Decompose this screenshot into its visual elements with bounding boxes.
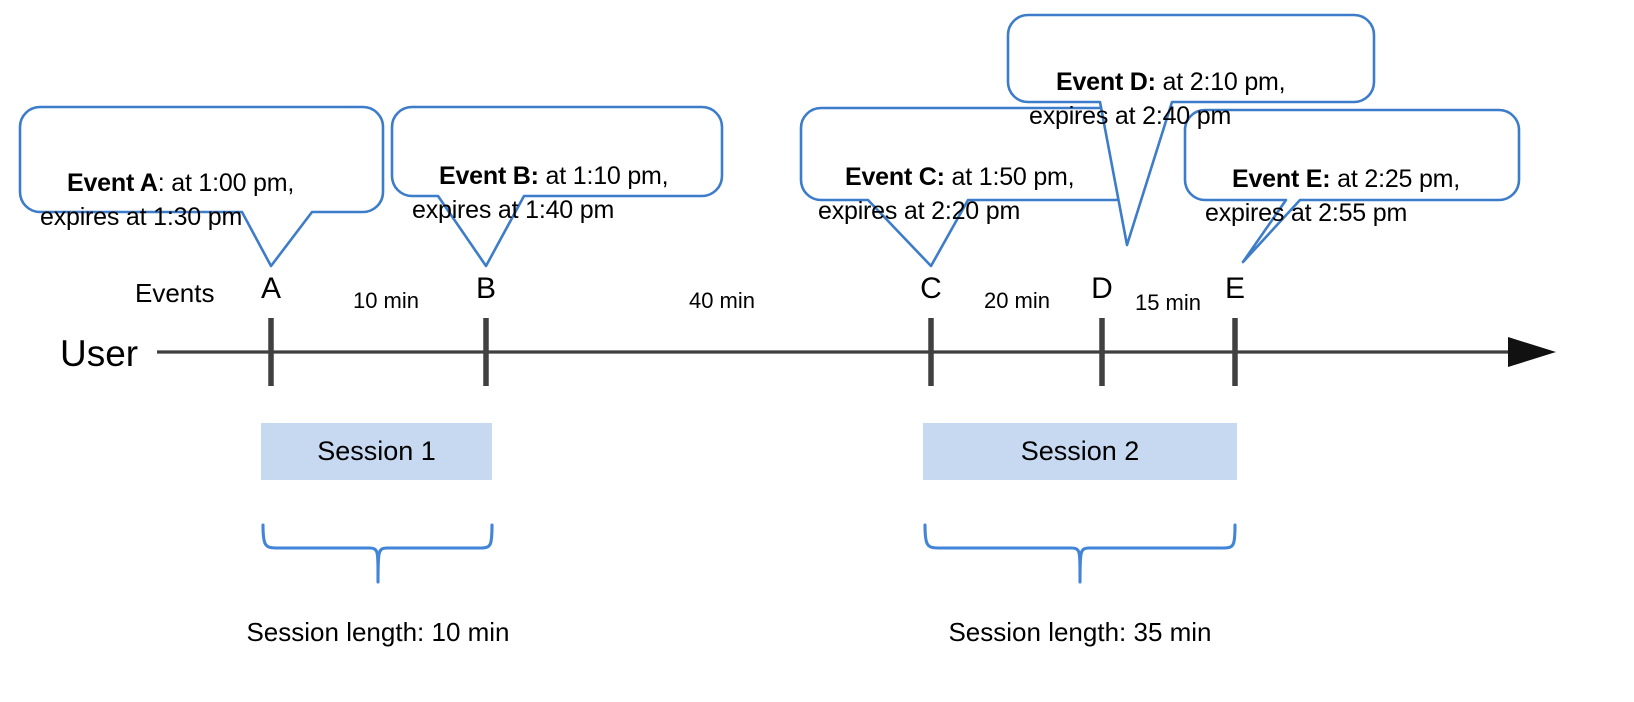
callout-c-title: Event C: [844, 163, 945, 191]
session-2-length-label: Session length: 35 min [948, 617, 1212, 647]
marker-label-a: A [260, 272, 281, 305]
marker-label-d: D [1091, 272, 1113, 305]
callout-b-line1: at 1:10 pm, expires at 1:40 pm [412, 162, 669, 224]
marker-label-e: E [1224, 272, 1245, 305]
callout-c-text: Event C: at 1:50 pm, expires at 2:20 pm [818, 126, 1128, 262]
callout-b-text: Event B: at 1:10 pm, expires at 1:40 pm [412, 125, 712, 261]
interval-label-c-d: 20 min [983, 288, 1051, 313]
callout-e-line1: at 2:25 pm, expires at 2:55 pm [1205, 165, 1461, 227]
callout-e-text: Event E: at 2:25 pm, expires at 2:55 pm [1205, 128, 1515, 264]
interval-label-d-e: 15 min [1134, 290, 1202, 315]
marker-label-b: B [475, 272, 496, 305]
session-1-length-label: Session length: 10 min [246, 617, 510, 647]
session-2-brace [923, 523, 1237, 584]
callout-d-title: Event D: [1055, 68, 1156, 96]
callout-d-text: Event D: at 2:10 pm, expires at 2:40 pm [1029, 31, 1369, 167]
callout-e-title: Event E: [1231, 165, 1331, 193]
session-box-1: Session 1 [261, 423, 492, 480]
session-box-2: Session 2 [923, 423, 1237, 480]
actor-label-user: User [60, 333, 139, 374]
row-label-events: Events [135, 278, 215, 308]
callout-d-line1: at 2:10 pm, expires at 2:40 pm [1029, 68, 1286, 130]
callout-a-line1: : at 1:00 pm, expires at 1:30 pm [40, 169, 295, 231]
callout-e-bubble [1183, 108, 1521, 264]
callout-a-text: Event A: at 1:00 pm, expires at 1:30 pm [40, 132, 370, 268]
timeline-arrowhead-icon [1508, 337, 1556, 367]
callout-c-line1: at 1:50 pm, expires at 2:20 pm [818, 163, 1075, 225]
interval-label-a-b: 10 min [352, 288, 420, 313]
session-1-brace [261, 523, 494, 584]
callout-b-bubble [390, 105, 724, 268]
interval-label-b-c: 40 min [688, 288, 756, 313]
callout-b-title: Event B: [438, 162, 539, 190]
marker-label-c: C [920, 272, 942, 305]
callout-d-bubble [1006, 13, 1376, 247]
callout-a-title: Event A [66, 169, 158, 197]
callout-a-bubble [18, 105, 385, 268]
